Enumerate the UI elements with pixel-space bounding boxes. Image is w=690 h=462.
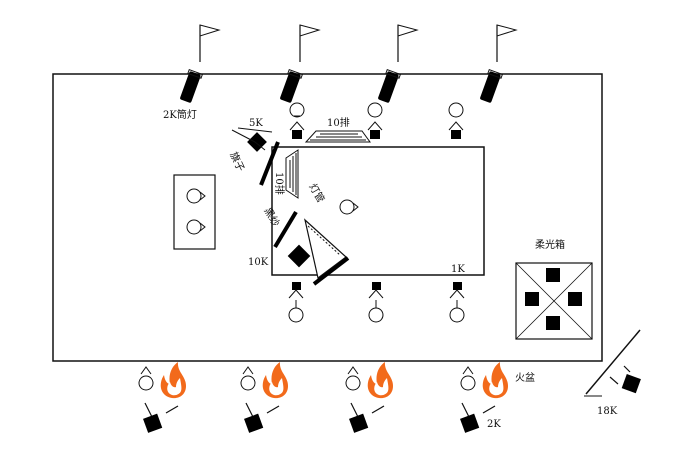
practical-bulb-icon: [449, 282, 465, 323]
label-light-5k: 5K: [249, 118, 263, 129]
label-light-10k: 10K: [248, 257, 269, 268]
label-fire-pot: 火盆: [515, 371, 535, 384]
fresnel-frame-10k: [304, 218, 350, 286]
flame-icon: [262, 362, 288, 399]
practical-bulb-icon: [186, 188, 206, 204]
tube-bank-side: [285, 149, 299, 199]
flame-icon: [482, 362, 508, 399]
label-light-18k: 18K: [597, 406, 618, 417]
label-light-2k: 2K: [487, 419, 501, 430]
light-beam-5k: [231, 129, 266, 151]
gauze-board: [273, 210, 298, 249]
tube-bank-top: [304, 130, 371, 143]
spotlight-can-icon: [180, 68, 204, 103]
label-tube-10pai-side: 10排: [273, 172, 286, 195]
practical-bulb-icon: [345, 366, 361, 391]
set-area: [271, 146, 485, 276]
label-gauze: 黑纱: [261, 206, 281, 229]
fire-pot-4: [460, 362, 508, 399]
fire-pot-3: [345, 362, 393, 399]
practical-bulb-icon: [289, 102, 305, 139]
practical-bulb-icon: [288, 282, 304, 323]
label-tube-fluoro: 灯管: [306, 181, 327, 205]
fresnel-lamp-icon: [287, 244, 311, 268]
practical-bulb-icon: [339, 199, 359, 215]
fresnel-lamp-icon: [143, 402, 179, 433]
practical-bulb-icon: [368, 282, 384, 323]
spotlight-can-icon: [280, 68, 304, 103]
label-flag: 旗子: [227, 150, 247, 174]
practical-bulb-icon: [367, 102, 383, 139]
room-outline: [52, 73, 603, 362]
label-softbox: 柔光箱: [535, 238, 565, 251]
label-spot-2k: 2K筒灯: [163, 108, 197, 121]
fire-pot-1: [138, 362, 186, 399]
practical-bulb-icon: [448, 102, 464, 139]
spotlight-can-icon: [378, 68, 402, 103]
fresnel-lamp-icon: [349, 402, 385, 433]
flag-board: [259, 141, 280, 186]
pennant-flag-icon: [397, 24, 419, 62]
practical-bulb-icon: [186, 219, 206, 235]
flame-icon: [367, 362, 393, 399]
label-light-1k: 1K: [451, 264, 465, 275]
softbox: [515, 262, 593, 340]
label-tube-10pai-top: 10排: [327, 116, 350, 129]
practical-bulb-icon: [138, 366, 154, 391]
fire-pot-2: [240, 362, 288, 399]
pennant-flag-icon: [496, 24, 518, 62]
practical-bulb-icon: [240, 366, 256, 391]
pennant-flag-icon: [199, 24, 221, 62]
spotlight-can-icon: [480, 68, 504, 103]
pennant-flag-icon: [299, 24, 321, 62]
fresnel-lamp-icon: [460, 402, 496, 433]
flame-icon: [160, 362, 186, 399]
practical-box: [173, 174, 216, 250]
fresnel-lamp-18k: [584, 329, 641, 397]
fresnel-lamp-icon: [244, 402, 280, 433]
practical-bulb-icon: [460, 366, 476, 391]
